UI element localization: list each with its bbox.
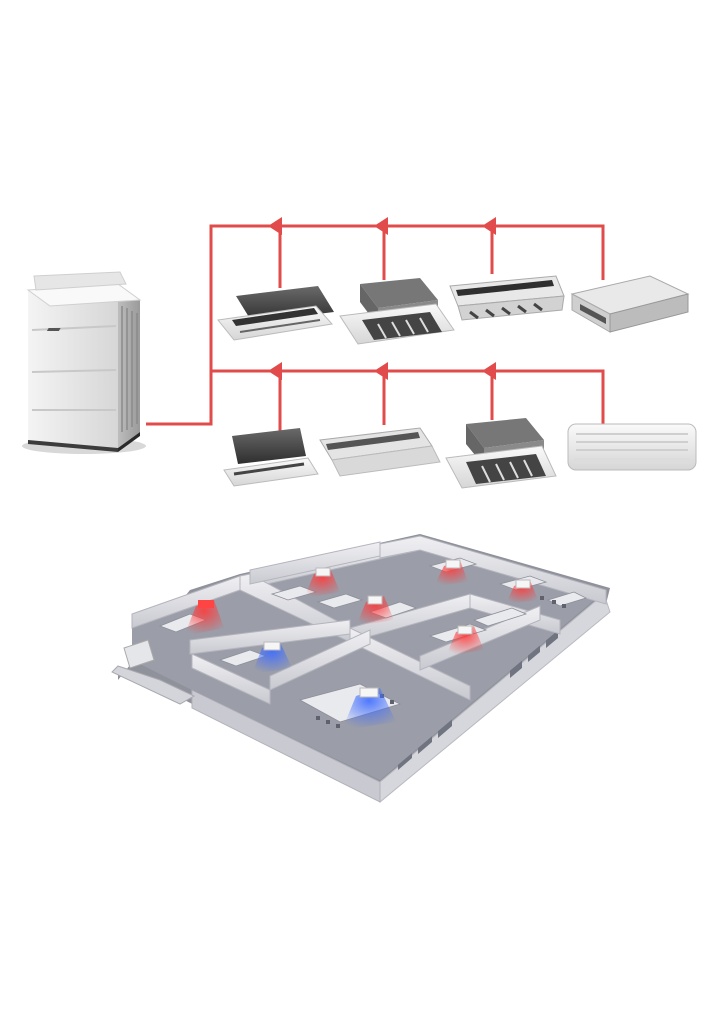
slim-ceiling-icon <box>319 427 441 477</box>
flow-arrow-icon <box>482 362 496 380</box>
outdoor-condenser-unit-icon <box>22 271 146 454</box>
ducted-unit-icon <box>570 275 690 333</box>
flow-arrow-icon <box>374 217 388 235</box>
flow-arrow-icon <box>482 217 496 235</box>
flow-arrow-icon <box>268 217 282 235</box>
flow-arrow-icons <box>268 217 496 380</box>
cool-air-output <box>252 641 396 730</box>
flow-arrow-icon <box>268 362 282 380</box>
4-way-cassette-icon-lower <box>445 418 557 489</box>
refrigerant-piping <box>146 224 605 432</box>
3d-office-floor-plan <box>111 534 611 804</box>
ceiling-suspended-icon <box>449 275 565 321</box>
flow-arrow-icon <box>374 362 388 380</box>
1-way-cassette-icon <box>223 428 319 487</box>
warm-air-output <box>184 559 538 656</box>
4-way-cassette-icon <box>339 278 455 345</box>
wall-mounted-icon <box>567 423 697 471</box>
2-way-cassette-icon <box>46 286 334 341</box>
